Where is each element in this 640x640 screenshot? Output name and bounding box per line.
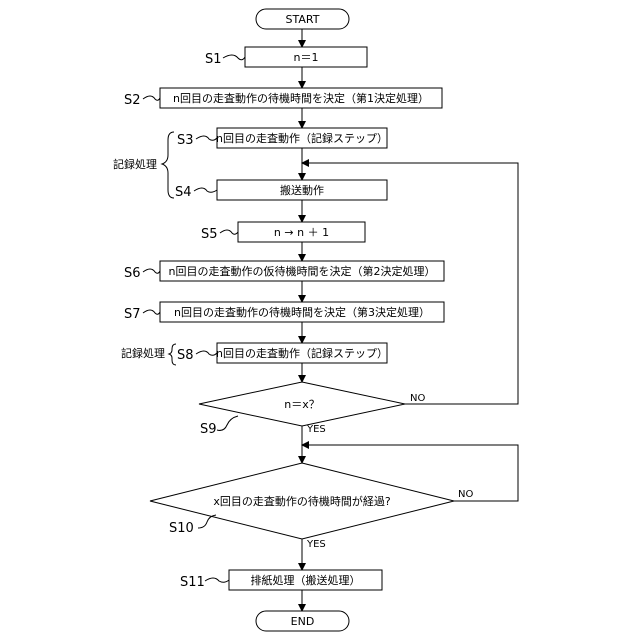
step-s11-text: 排紙処理（搬送処理） [251,573,361,587]
step-s8: n回目の走査動作（記録ステップ） S8 記録処理 [121,343,388,365]
step-s1-text: n＝1 [294,51,319,64]
step-s11: 排紙処理（搬送処理） S11 [180,570,382,590]
leader-line [143,96,160,100]
decision-s10: x回目の走査動作の待機時間が経過? S10 [150,463,454,539]
brace [169,344,176,365]
step-s1-label: S1 [205,52,222,67]
step-s5-label: S5 [201,227,218,242]
step-s8-label: S8 [177,348,194,363]
step-s4-label: S4 [175,185,192,200]
step-s6-text: n回目の走査動作の仮待機時間を決定（第2決定処理） [169,264,436,278]
leader-line [217,416,238,430]
step-s6: n回目の走査動作の仮待機時間を決定（第2決定処理） S6 [124,261,444,281]
decision-s10-label: S10 [169,521,194,536]
end-terminal: END [256,611,349,631]
step-s4-text: 搬送動作 [280,183,324,197]
decision-s9-label: S9 [200,422,217,437]
no-label-s10: NO [458,489,473,500]
no-label-s9: NO [410,393,425,404]
decision-s9-text: n＝x？ [284,398,319,411]
start-label: START [286,13,320,26]
step-s2-label: S2 [124,93,141,108]
leader-line [205,578,229,582]
leader-line [143,310,160,314]
yes-label-s10: YES [306,539,326,550]
step-s3: n回目の走査動作（記録ステップ） S3 [177,128,388,148]
yes-label-s9: YES [306,424,326,435]
step-s6-label: S6 [124,266,141,281]
step-s7-label: S7 [124,307,141,322]
recording-process-label: 記録処理 [121,346,165,360]
leader-line [220,230,238,234]
step-s2: n回目の走査動作の待機時間を決定（第1決定処理） S2 [124,88,442,108]
leader-line [223,55,245,60]
brace [162,132,174,198]
step-s5: n → n ＋ 1 S5 [201,222,365,242]
step-s1: n＝1 S1 [205,47,367,67]
leader-line [143,269,160,273]
end-label: END [291,615,315,628]
start-terminal: START [256,9,349,29]
recording-process-brace-1: 記録処理 [113,132,174,198]
step-s3-label: S3 [177,133,194,148]
step-s4: 搬送動作 S4 [175,180,387,200]
step-s7-text: n回目の走査動作の待機時間を決定（第3決定処理） [174,305,430,319]
step-s7: n回目の走査動作の待機時間を決定（第3決定処理） S7 [124,302,444,322]
leader-line [196,136,217,140]
step-s2-text: n回目の走査動作の待機時間を決定（第1決定処理） [173,91,429,105]
leader-line [194,188,217,192]
recording-process-label: 記録処理 [113,157,157,171]
step-s5-text: n → n ＋ 1 [274,226,329,239]
leader-line [196,351,217,355]
decision-s10-text: x回目の走査動作の待機時間が経過? [213,494,391,508]
step-s11-label: S11 [180,575,205,590]
step-s8-text: n回目の走査動作（記録ステップ） [216,346,388,360]
step-s3-text: n回目の走査動作（記録ステップ） [216,131,388,145]
